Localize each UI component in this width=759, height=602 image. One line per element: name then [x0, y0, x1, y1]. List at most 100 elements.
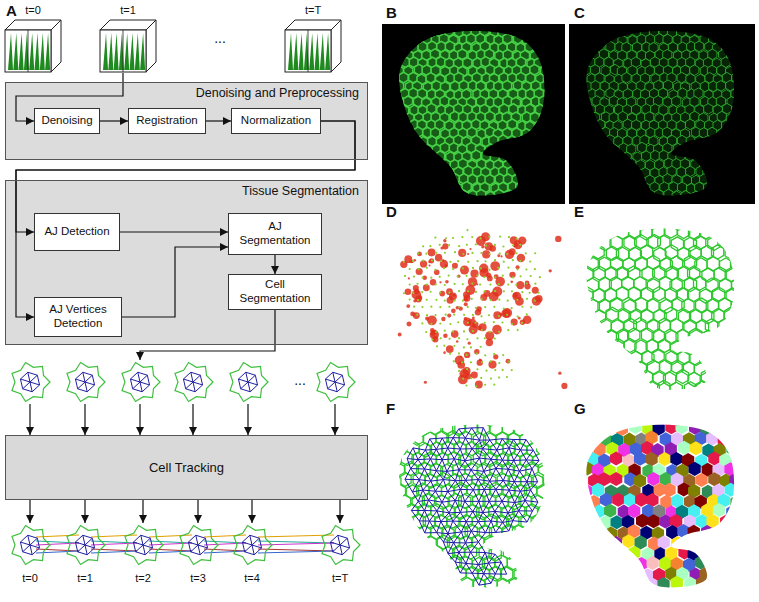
cell-polygon — [682, 175, 691, 186]
cell-polygon — [394, 129, 403, 140]
vertex-dot — [429, 245, 431, 247]
cell-polygon — [664, 113, 673, 124]
cell-polygon — [659, 136, 668, 147]
vertex-dot — [516, 315, 518, 317]
cell-polygon — [611, 320, 623, 334]
cell-polygon — [599, 360, 611, 374]
cell-polygon — [504, 66, 513, 77]
cell-polygon — [566, 35, 575, 46]
vertex-dot — [403, 261, 405, 263]
cell-polygon — [377, 96, 386, 107]
stack-side — [146, 20, 156, 72]
cell-polygon — [647, 319, 659, 333]
cell-polygon — [414, 34, 423, 45]
junction-blob — [417, 295, 422, 300]
cell-polygon — [446, 152, 455, 163]
cell-polygon — [592, 35, 601, 46]
cell-polygon — [627, 158, 636, 169]
cell-polygon — [483, 494, 495, 508]
cell-polygon — [744, 191, 753, 202]
cell-polygon — [671, 129, 680, 140]
cell-polygon — [476, 112, 485, 123]
junction-blob — [428, 249, 436, 257]
cell-polygon — [671, 319, 683, 333]
cell-polygon — [605, 121, 614, 132]
cell-polygon — [480, 120, 489, 131]
cell-polygon — [609, 143, 618, 154]
vertex-dot — [439, 276, 441, 278]
cell-polygon — [486, 97, 495, 108]
cell-polygon — [665, 224, 677, 238]
cell-polygon — [440, 113, 449, 124]
vertex-dot — [471, 298, 473, 300]
cell-polygon — [668, 42, 677, 53]
cell-polygon — [577, 183, 586, 194]
cell-polygon — [703, 199, 712, 210]
cell-polygon — [490, 58, 499, 69]
cell-polygon — [630, 393, 642, 407]
vertex-dot — [502, 354, 504, 356]
vertex-dot — [494, 276, 496, 278]
cell-polygon — [418, 182, 427, 193]
junction-blob — [476, 306, 482, 312]
cell-polygon — [432, 175, 441, 186]
cell-polygon — [726, 80, 735, 91]
cell-polygon — [586, 104, 595, 115]
junction-blob — [510, 281, 513, 284]
cell-polygon — [548, 96, 557, 107]
cell-polygon — [498, 89, 507, 100]
cell-polygon — [518, 89, 527, 100]
cell-polygon — [400, 136, 409, 147]
cell-polygon — [553, 105, 562, 116]
cell-polygon — [436, 27, 445, 38]
cell-polygon — [749, 74, 758, 85]
cell-polygon — [390, 136, 399, 147]
cell-polygon — [409, 43, 418, 54]
cell-polygon — [667, 120, 676, 131]
vertex-dot — [426, 299, 428, 301]
cell-polygon — [713, 328, 725, 342]
cell-polygon — [591, 349, 603, 363]
cell-polygon — [459, 112, 468, 123]
cell-polygon — [432, 144, 441, 155]
cell-polygon — [737, 308, 749, 322]
junction-blob — [427, 316, 437, 326]
cell-polygon — [609, 277, 621, 291]
cell-polygon — [713, 74, 722, 85]
cell-polygon — [709, 159, 718, 170]
cell-polygon — [632, 73, 641, 84]
vertex-dot — [471, 236, 473, 238]
cell-polygon — [570, 73, 579, 84]
junction-blob — [488, 361, 496, 369]
cell-polygon — [721, 41, 730, 52]
cell-polygon — [592, 96, 601, 107]
cell-polygon — [601, 112, 610, 123]
cell-polygon — [502, 422, 514, 436]
cell-polygon — [748, 328, 759, 342]
cell-polygon — [684, 255, 696, 269]
cell-polygon — [418, 503, 430, 517]
cell-polygon — [690, 143, 699, 154]
cell-polygon — [718, 19, 727, 30]
cell-polygon — [748, 225, 759, 239]
vertex-dot — [517, 329, 519, 331]
vertex-dot — [529, 292, 531, 294]
cell-polygon — [442, 485, 454, 499]
cell-polygon — [539, 175, 548, 186]
cell-polygon — [605, 27, 614, 38]
cell-polygon — [431, 35, 440, 46]
vertex-dot — [458, 290, 460, 292]
cell-polygon — [508, 119, 517, 130]
cell-polygon — [695, 216, 707, 230]
cell-polygon — [717, 158, 726, 169]
cell-polygon — [604, 168, 613, 179]
cell-polygon — [636, 206, 645, 217]
cell-polygon — [409, 197, 418, 208]
cell-polygon — [467, 112, 476, 123]
cell-polygon — [695, 152, 704, 163]
vertex-dot — [457, 275, 459, 277]
junction-blob — [449, 292, 457, 300]
cell-polygon — [712, 225, 724, 239]
cell-polygon — [701, 245, 713, 259]
cell-polygon — [499, 182, 508, 193]
